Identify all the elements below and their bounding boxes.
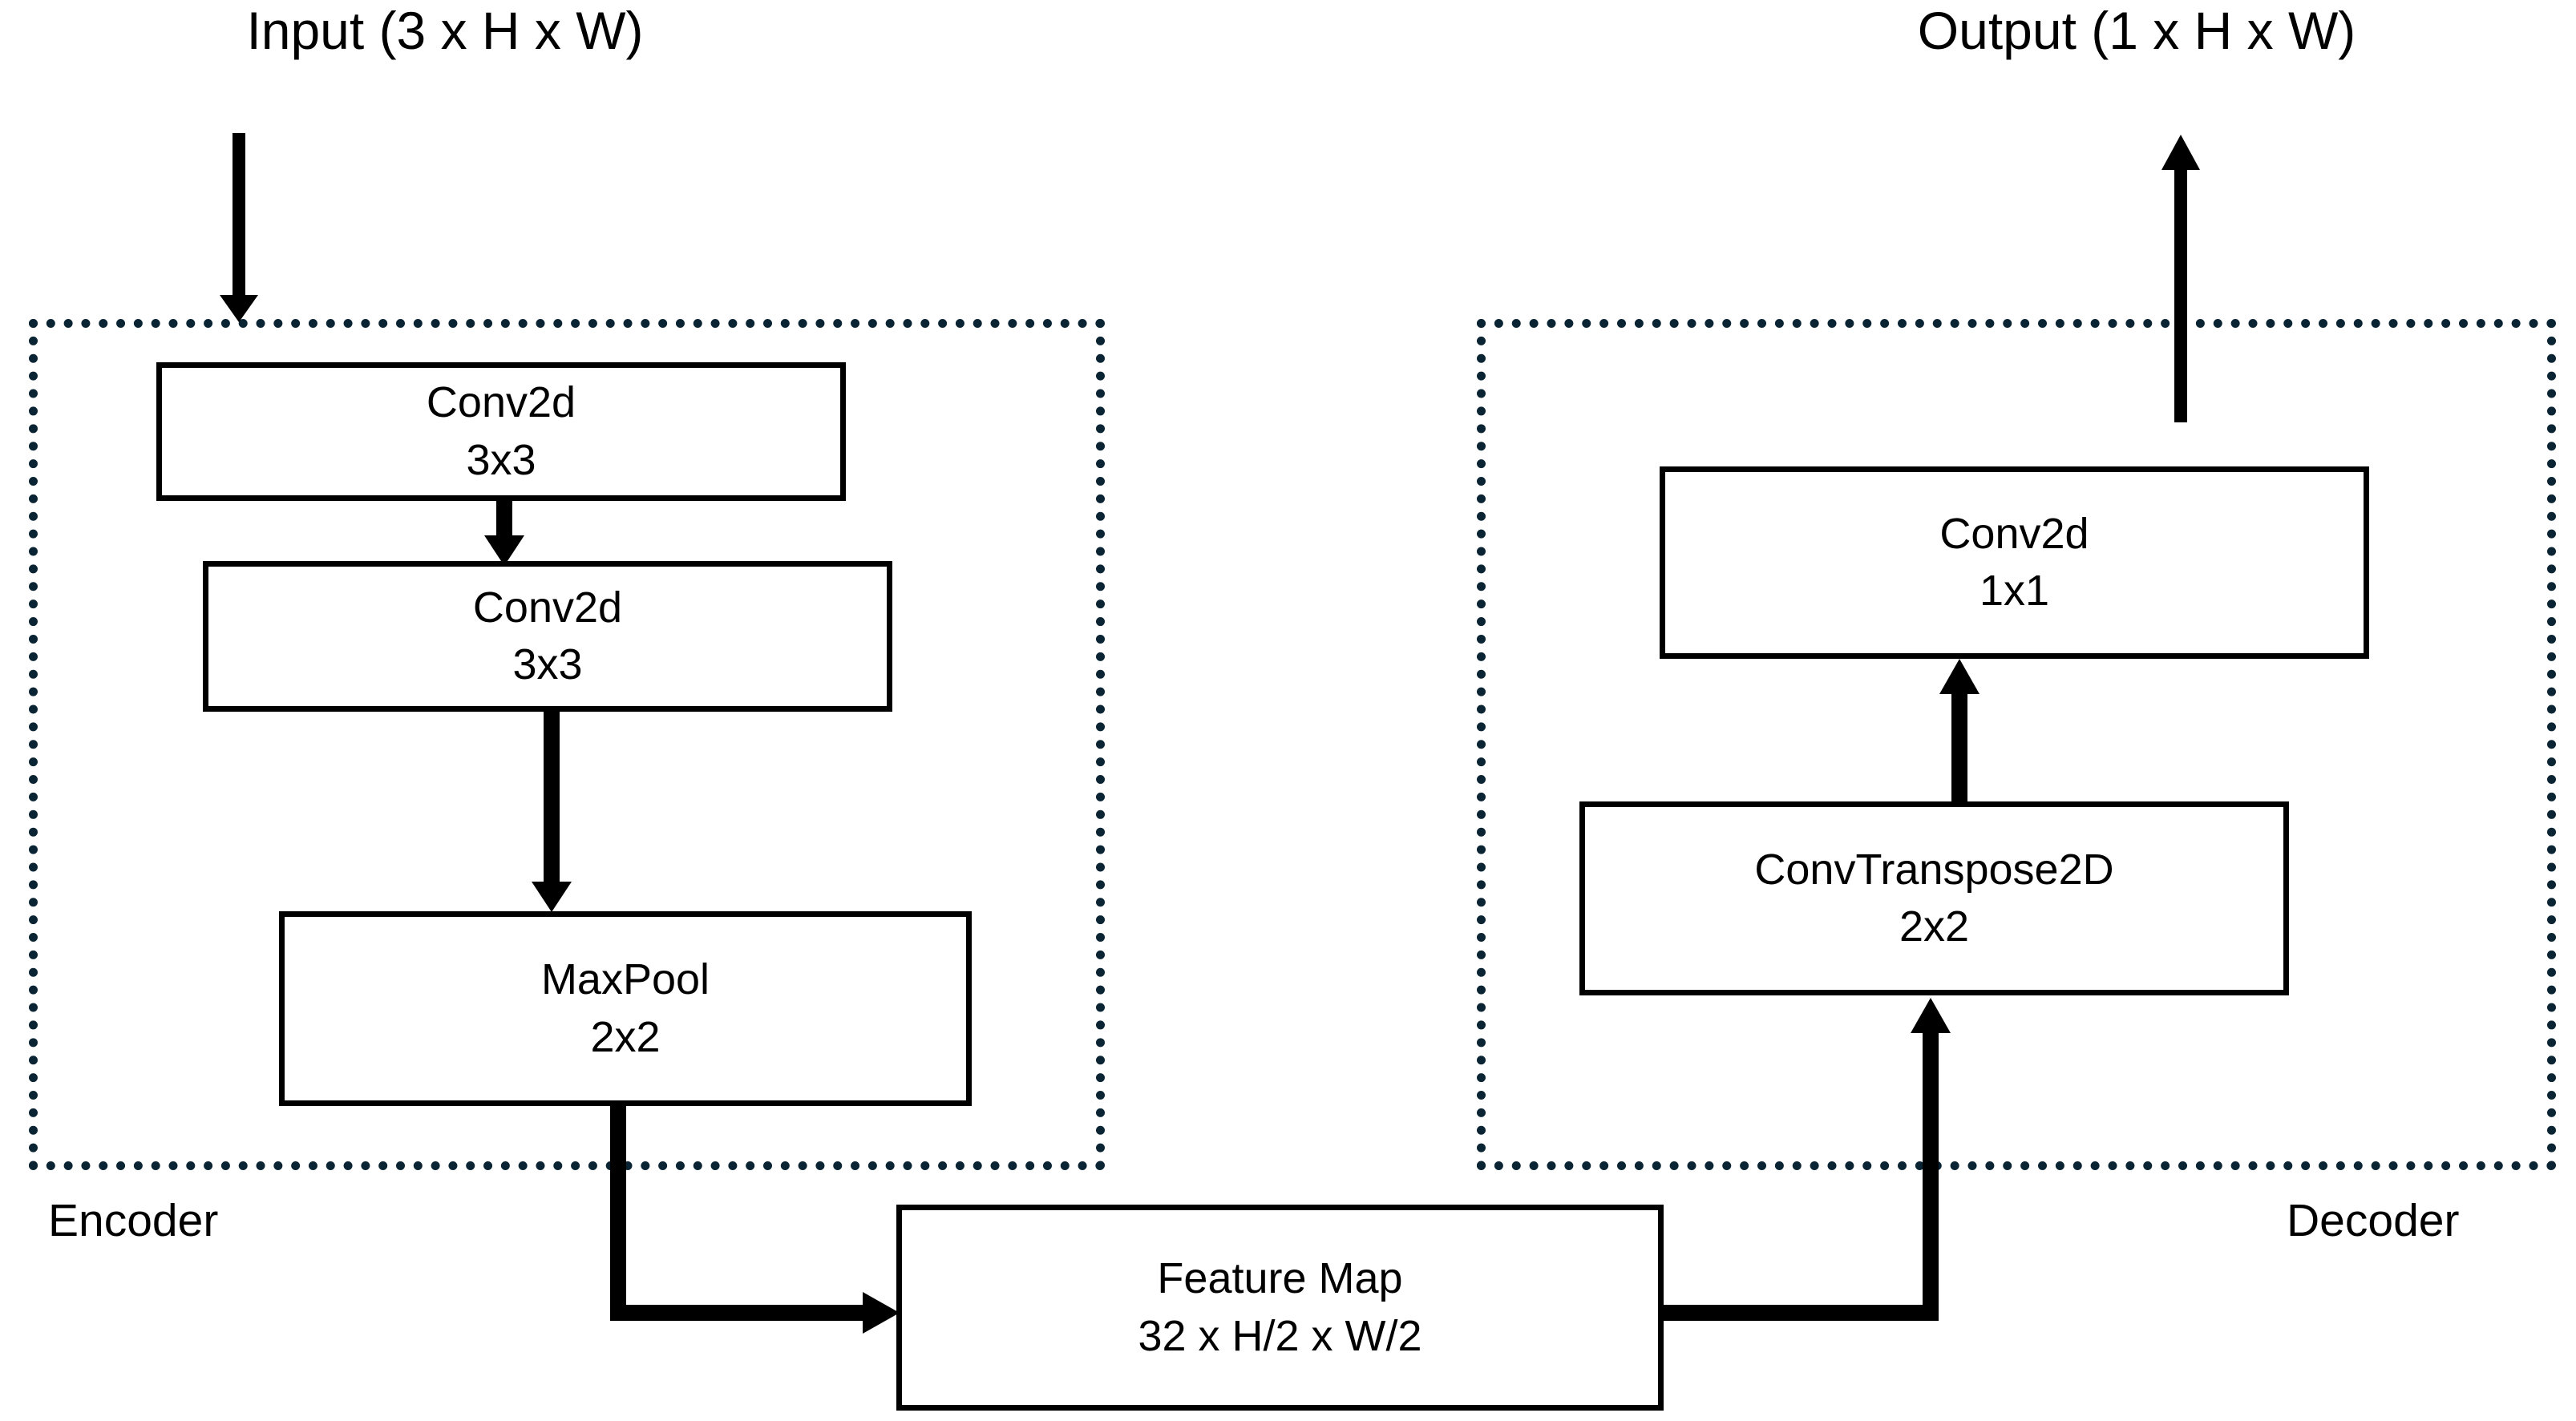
decoder-group-container <box>1477 319 2556 1170</box>
node-conv2d-3x3-first[interactable]: Conv2d 3x3 <box>156 362 846 501</box>
node-title: Conv2d <box>426 378 576 427</box>
node-title: Conv2d <box>472 583 623 632</box>
node-title: Conv2d <box>1939 509 2089 558</box>
node-subtitle: 2x2 <box>590 1012 661 1061</box>
node-subtitle: 3x3 <box>512 640 583 688</box>
node-conv2d-3x3-second[interactable]: Conv2d 3x3 <box>203 561 892 712</box>
node-subtitle: 3x3 <box>466 435 536 484</box>
encoder-group-container <box>29 319 1105 1170</box>
output-label: Output (1 x H x W) <box>1917 1 2356 60</box>
node-subtitle: 1x1 <box>1979 567 2050 615</box>
node-convtranspose2d-2x2[interactable]: ConvTranspose2D 2x2 <box>1579 801 2289 995</box>
decoder-group-label: Decoder <box>2287 1195 2460 1246</box>
node-subtitle: 32 x H/2 x W/2 <box>1138 1311 1422 1360</box>
node-title: MaxPool <box>540 955 710 1004</box>
encoder-group-label: Encoder <box>48 1195 219 1246</box>
node-title: ConvTranspose2D <box>1754 845 2114 894</box>
node-subtitle: 2x2 <box>1899 902 1970 951</box>
node-maxpool-2x2[interactable]: MaxPool 2x2 <box>279 911 972 1106</box>
input-arrow <box>220 133 258 322</box>
node-feature-map[interactable]: Feature Map 32 x H/2 x W/2 <box>896 1205 1664 1411</box>
input-label: Input (3 x H x W) <box>246 1 644 60</box>
node-conv2d-1x1[interactable]: Conv2d 1x1 <box>1660 466 2369 659</box>
node-title: Feature Map <box>1157 1254 1403 1303</box>
